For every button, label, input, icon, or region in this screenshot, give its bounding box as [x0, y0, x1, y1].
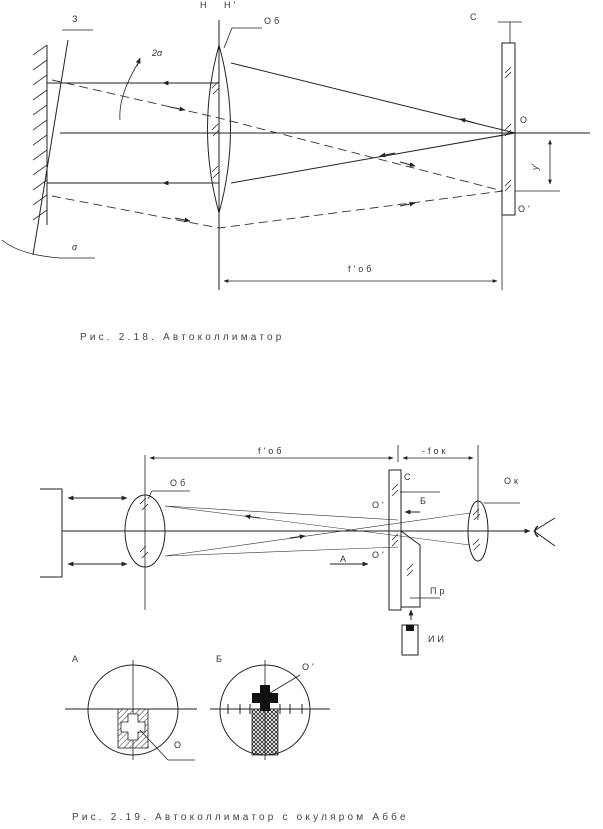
prism: [400, 530, 421, 608]
prism-label: Пр: [430, 586, 448, 596]
principal-plane-H2-label: Н': [224, 0, 239, 10]
eye-icon: [533, 517, 556, 547]
mirror-label: З: [72, 14, 81, 24]
figure-2-caption: Рис. 2.19. Автоколлиматор с окуляром Абб…: [72, 812, 409, 823]
point-O2-lower-label: О': [372, 550, 387, 560]
ray-B-label: Б: [420, 496, 429, 506]
figure-autocollimator: [1, 20, 590, 290]
eyepiece-focal-label: -fок: [422, 446, 449, 456]
y-offset-label: у': [530, 163, 541, 171]
reticle-plate: [388, 469, 402, 611]
figure-1-caption: Рис. 2.18. Автоколлиматор: [80, 332, 285, 343]
eyepiece-lens: [467, 500, 489, 562]
inset-A-O-label: О: [174, 740, 185, 750]
objective-lens: [124, 494, 166, 568]
point-O2-label: О': [518, 204, 533, 214]
ray-A-label: А: [340, 554, 350, 564]
objective-label: Об: [170, 478, 189, 488]
double-alpha-label: 2α: [152, 48, 163, 58]
point-O-label: О: [520, 115, 531, 125]
principal-plane-H-label: Н: [200, 0, 210, 10]
light-source-label: ИИ: [428, 634, 447, 644]
alpha-label: α: [72, 242, 78, 252]
objective-lens: [207, 43, 231, 215]
inset-B-label: Б: [216, 654, 225, 664]
mirror: [32, 29, 93, 256]
point-O2-upper-label: О': [372, 500, 387, 510]
reticle-label: С: [470, 12, 480, 22]
inset-A: [65, 660, 197, 761]
figure-autocollimator-abbe: [40, 445, 556, 761]
eyepiece-label: Ок: [504, 476, 521, 486]
objective-label: Об: [264, 16, 283, 26]
objective-focal-label: f'об: [258, 446, 285, 456]
mirror: [40, 488, 63, 578]
inset-B: [210, 660, 330, 760]
reticle-label: С: [404, 472, 414, 482]
reticle-plate: [501, 42, 516, 216]
inset-B-O2-label: О': [302, 662, 317, 672]
focal-length-label: f'об: [348, 264, 375, 274]
inset-A-label: А: [72, 654, 82, 664]
